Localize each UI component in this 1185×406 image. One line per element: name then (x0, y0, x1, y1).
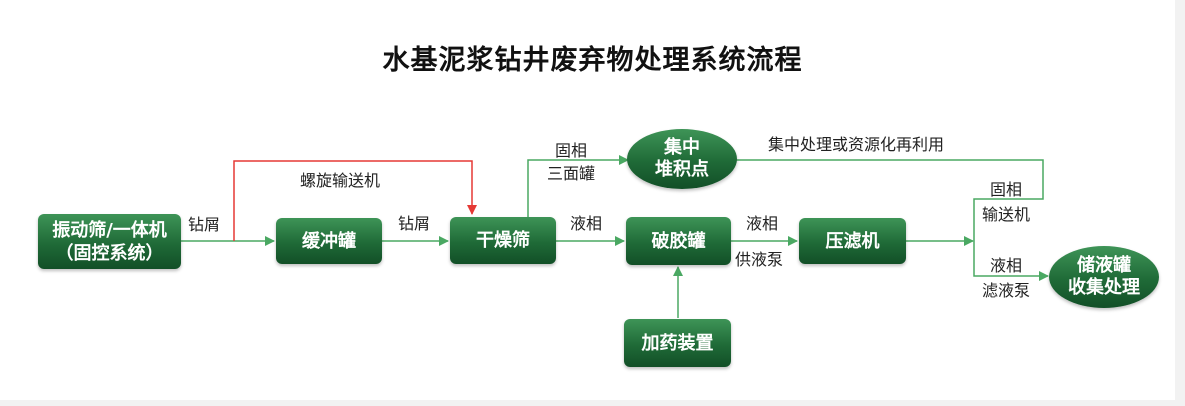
label-centralized-reuse: 集中处理或资源化再利用 (768, 135, 945, 154)
label-conveyor: 输送机 (982, 205, 1031, 224)
node-vibrating-screen-line1: 振动筛/一体机 (52, 219, 167, 241)
frame-right (1175, 0, 1185, 406)
label-liquid-phase-3: 液相 (990, 256, 1023, 275)
node-gel-breaking-tank: 破胶罐 (626, 217, 731, 265)
node-vibrating-screen-line2: （固控系统） (55, 242, 164, 264)
label-supply-pump: 供液泵 (735, 250, 784, 269)
frame-bottom (0, 400, 1185, 406)
label-solid-phase-2: 固相 (990, 180, 1023, 199)
line-dryer-to-collection (527, 155, 629, 217)
line-collection-to-reuse (736, 159, 1049, 281)
node-collection-point-line1: 集中 (664, 137, 700, 158)
node-collection-point: 集中 堆积点 (627, 129, 737, 189)
label-liquid-phase-2: 液相 (746, 214, 779, 233)
line-screw-conveyor (233, 160, 477, 241)
node-filter-press: 压滤机 (799, 218, 906, 264)
node-storage-tank: 储液罐 收集处理 (1049, 246, 1159, 308)
label-cuttings-1: 钻屑 (188, 215, 221, 234)
node-collection-point-line2: 堆积点 (655, 159, 709, 180)
label-solid-phase: 固相 (555, 141, 588, 160)
node-storage-tank-line2: 收集处理 (1068, 277, 1140, 298)
node-dosing-device: 加药装置 (624, 319, 731, 367)
node-storage-tank-line1: 储液罐 (1077, 255, 1131, 276)
label-cuttings-2: 钻屑 (398, 214, 431, 233)
label-liquid-phase-1: 液相 (570, 214, 603, 233)
page-title: 水基泥浆钻井废弃物处理系统流程 (382, 45, 803, 76)
label-tri-surface-tank: 三面罐 (547, 164, 596, 183)
node-buffer-tank: 缓冲罐 (276, 218, 382, 264)
label-filtrate-pump: 滤液泵 (982, 281, 1031, 300)
node-vibrating-screen: 振动筛/一体机 （固控系统） (38, 214, 181, 269)
node-dryer-screen: 干燥筛 (450, 217, 556, 264)
label-screw-conveyor: 螺旋输送机 (300, 171, 381, 190)
